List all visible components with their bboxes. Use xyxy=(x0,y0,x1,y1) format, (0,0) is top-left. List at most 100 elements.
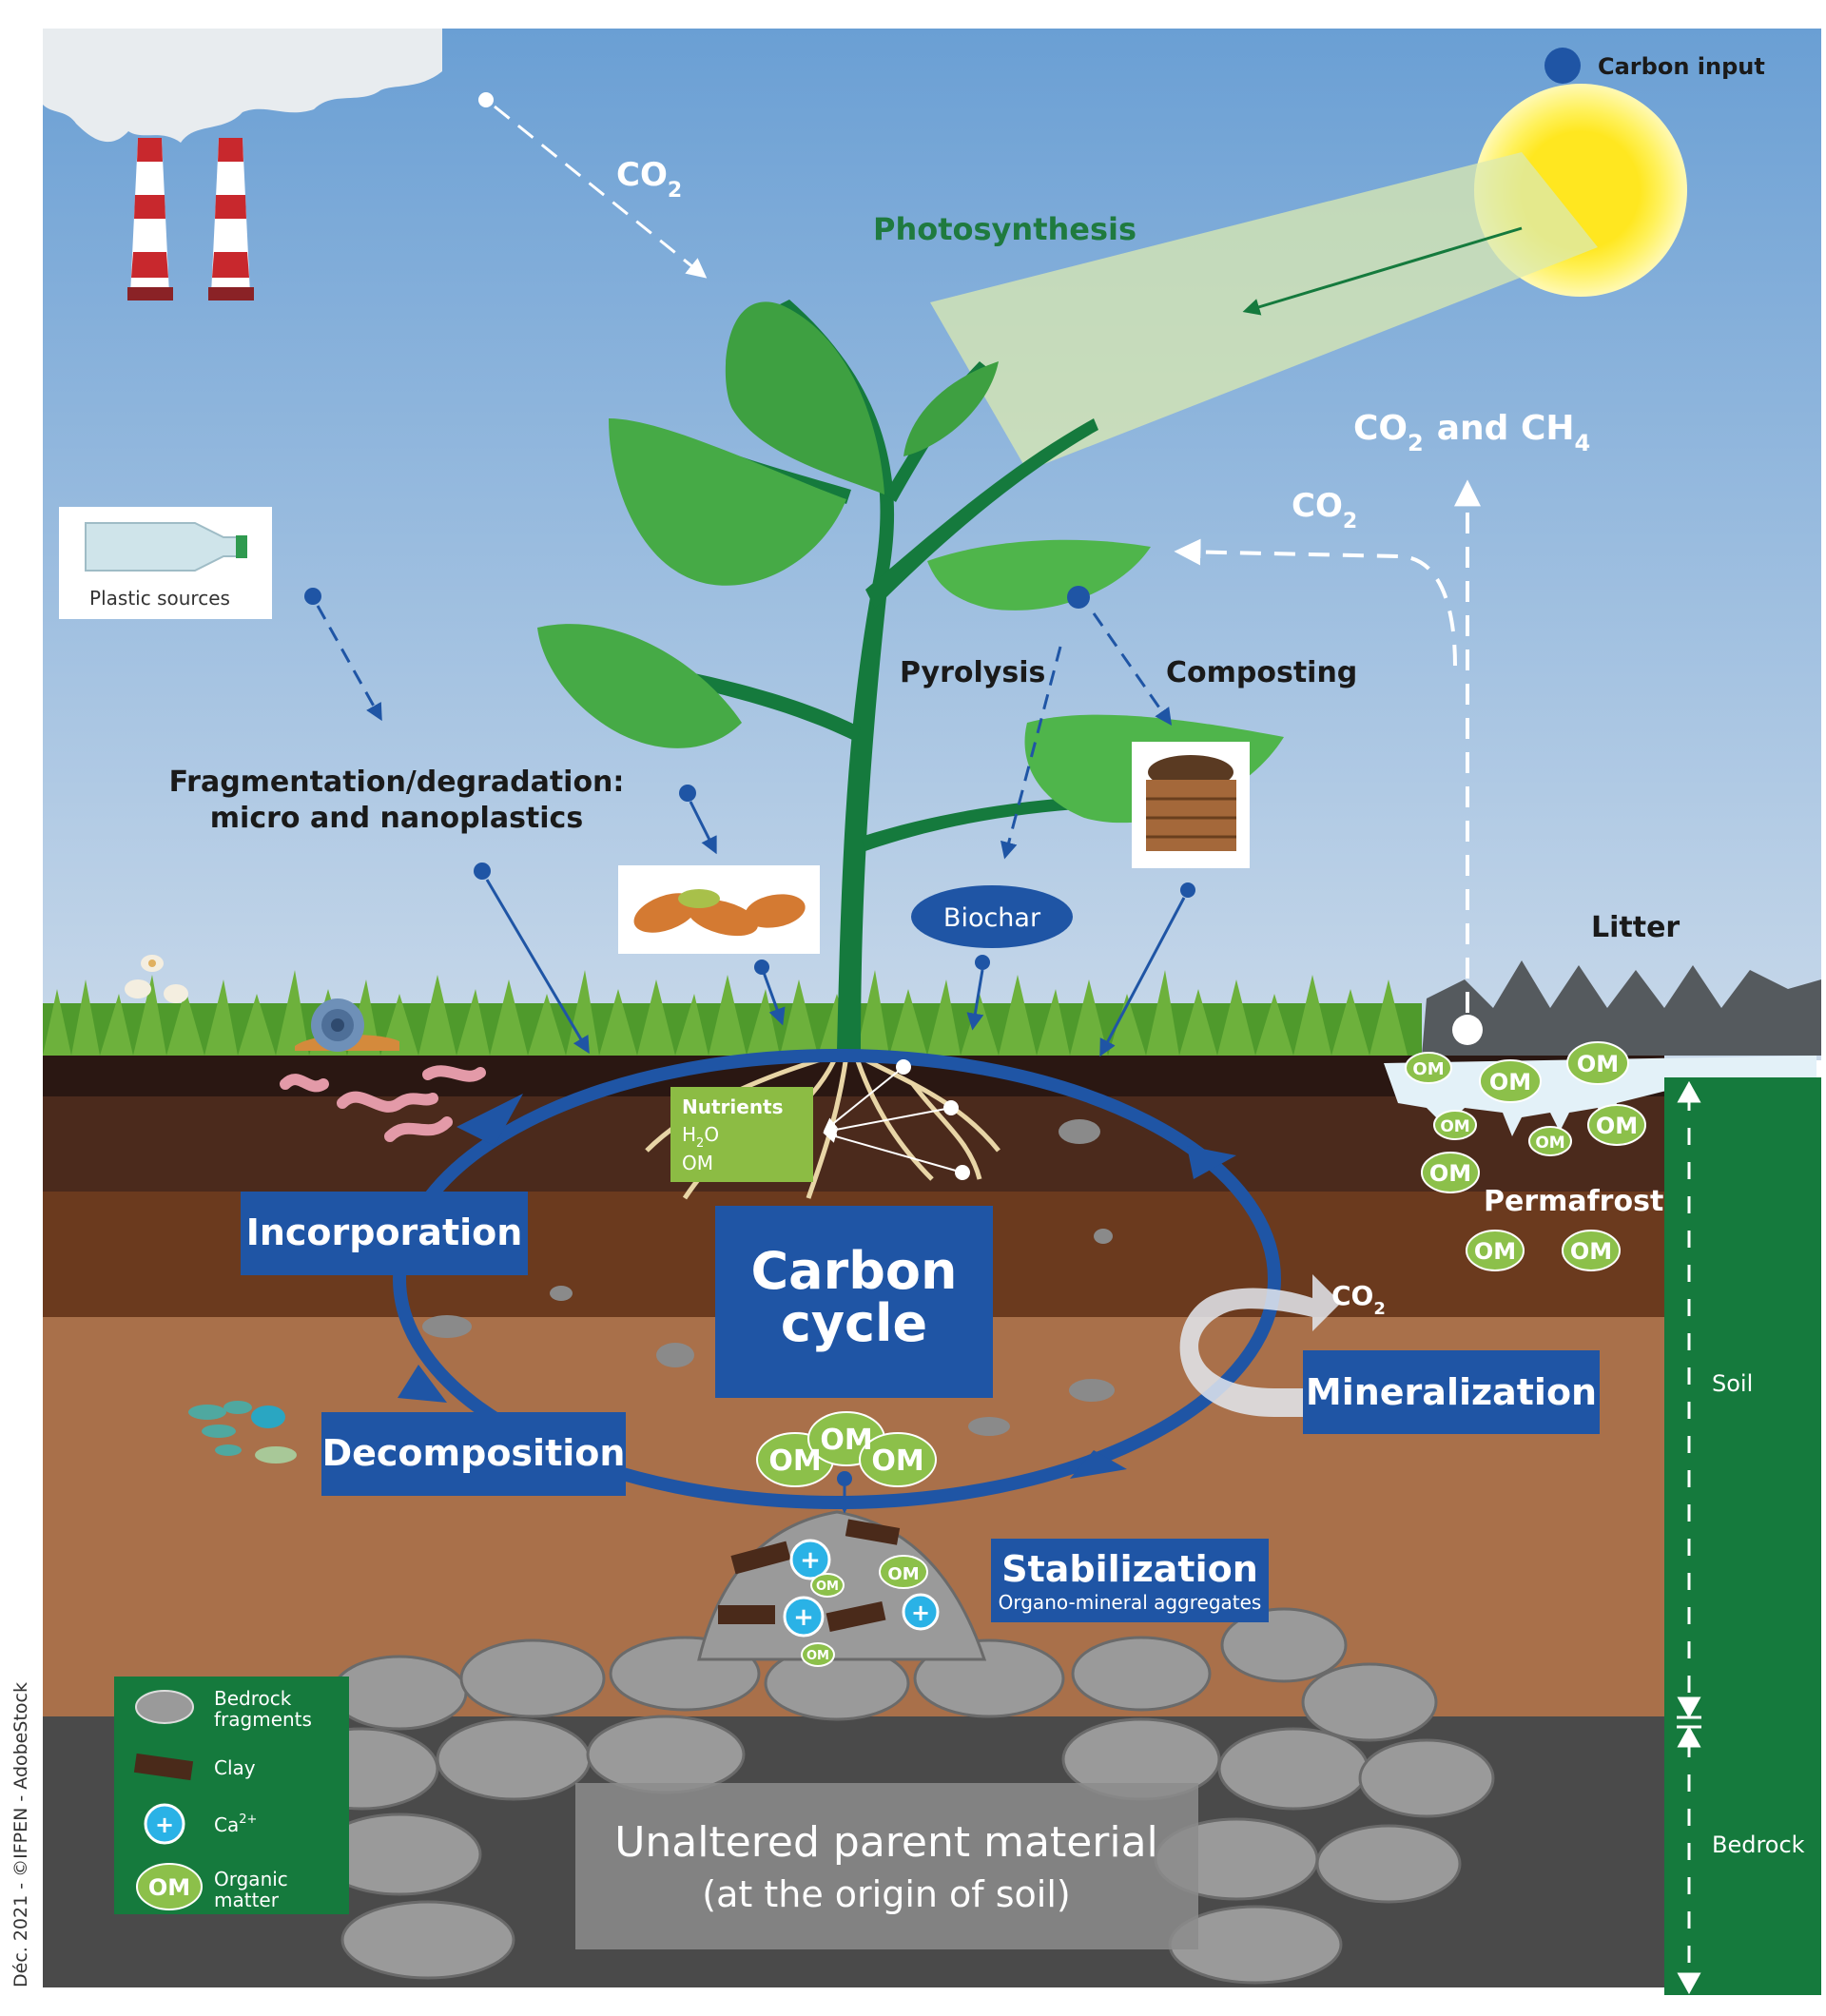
incorporation-label: Incorporation xyxy=(246,1212,523,1253)
h2o-label: H2O xyxy=(682,1123,719,1151)
microorganisms xyxy=(188,1401,297,1464)
legend-bedrock-label-2: fragments xyxy=(214,1708,312,1731)
parent-material-panel xyxy=(575,1783,1198,1949)
carbon-input-dot-plant xyxy=(1067,586,1090,609)
legend-calcium-icon xyxy=(144,1803,185,1845)
biochar-label: Biochar xyxy=(943,903,1041,933)
parent-material-title: Unaltered parent material xyxy=(614,1818,1158,1867)
carbon-input-dot-microplastic xyxy=(474,863,491,880)
compost-bin-icon xyxy=(1146,755,1236,851)
svg-text:+: + xyxy=(911,1599,930,1626)
smoke-cloud xyxy=(43,29,442,143)
svg-text:OM: OM xyxy=(1489,1069,1531,1095)
svg-text:OM: OM xyxy=(871,1444,923,1478)
chimney-left xyxy=(127,138,173,300)
svg-text:+: + xyxy=(793,1603,814,1632)
legend-clay-label: Clay xyxy=(214,1756,256,1779)
carbon-input-dot-factory xyxy=(478,92,494,107)
decomposition-label: Decomposition xyxy=(322,1432,626,1474)
svg-text:OM: OM xyxy=(768,1444,821,1478)
co2-factory-arrow xyxy=(494,105,708,279)
carbon-cycle-box xyxy=(715,1206,993,1398)
stabilization-box xyxy=(991,1539,1269,1622)
sunlight-beam xyxy=(930,152,1598,471)
carbon-input-legend-dot xyxy=(1544,48,1581,84)
co2-label-mineralization: CO2 xyxy=(1331,1280,1386,1319)
litter-patch xyxy=(1422,960,1821,1056)
mineralization-arrow xyxy=(1179,1274,1370,1417)
soil-scale-label: Soil xyxy=(1712,1370,1753,1397)
carbon-cycle-title-line2: cycle xyxy=(781,1293,927,1353)
legend-clay-icon xyxy=(133,1753,194,1781)
carbon-input-legend-label: Carbon input xyxy=(1598,53,1765,80)
legend-om-badge: OM xyxy=(148,1874,190,1901)
pyrolysis-arrow xyxy=(1000,646,1062,860)
svg-text:OM: OM xyxy=(1570,1238,1612,1265)
svg-text:OM: OM xyxy=(816,1580,839,1594)
pyrolysis-label: Pyrolysis xyxy=(900,656,1045,689)
svg-text:OM: OM xyxy=(806,1649,829,1663)
co2-label-top: CO2 xyxy=(616,156,682,203)
compost-arrow xyxy=(1099,897,1186,1057)
parent-material-subtitle: (at the origin of soil) xyxy=(702,1873,1071,1915)
fragmentation-label-line2: micro and nanoplastics xyxy=(210,802,583,835)
carbon-cycle-title-line1: Carbon xyxy=(751,1241,958,1301)
soil-dark-layer xyxy=(43,1096,1664,1192)
biochar-badge xyxy=(911,885,1073,948)
carbon-input-dot-leaves xyxy=(679,785,696,802)
mineralization-label: Mineralization xyxy=(1306,1371,1597,1413)
carbon-input-dot-plastic xyxy=(304,588,321,605)
svg-text:OM: OM xyxy=(1535,1134,1564,1153)
svg-text:+: + xyxy=(800,1546,821,1575)
photosynthesis-label: Photosynthesis xyxy=(873,211,1136,247)
stabilization-label: Stabilization xyxy=(1001,1548,1258,1590)
chimney-right xyxy=(208,138,254,300)
biochar-arrow xyxy=(966,969,984,1031)
bedrock-scale-label: Bedrock xyxy=(1712,1832,1805,1858)
decomposition-box xyxy=(321,1412,626,1496)
composting-arrow xyxy=(1092,612,1173,726)
leaves-to-soil-arrow xyxy=(760,966,786,1026)
photosynthesis-arrow xyxy=(1242,226,1523,316)
svg-text:OM: OM xyxy=(887,1564,919,1584)
nutrient-uptake-arrows xyxy=(823,1059,970,1180)
carbon-input-dot-litter xyxy=(1452,1015,1483,1045)
dead-leaves-icon xyxy=(633,889,806,937)
legend-bedrock-label-1: Bedrock xyxy=(214,1687,292,1710)
nutrients-label: Nutrients xyxy=(682,1095,784,1118)
fragmentation-label-line1: Fragmentation/degradation: xyxy=(169,766,625,799)
flowers xyxy=(125,955,188,1003)
legend-calcium-plus: + xyxy=(155,1812,174,1838)
leaves-arrow xyxy=(689,801,717,855)
plastic-sources-label: Plastic sources xyxy=(89,587,230,610)
svg-text:OM: OM xyxy=(1440,1117,1469,1136)
microplastic-arrow xyxy=(485,879,590,1055)
legend-om-icon xyxy=(136,1863,203,1910)
composting-label: Composting xyxy=(1166,656,1357,689)
legend-organic-label-2: matter xyxy=(214,1889,280,1911)
legend-calcium-label: Ca2+ xyxy=(214,1812,257,1836)
aggregate-pile: + + + OM OM OM xyxy=(697,1510,987,1667)
credit-text: Déc. 2021 - ©IFPEN - AdobeStock xyxy=(10,1682,31,1987)
om-permafrost: OM OM OM OM OM OM OM OM OM xyxy=(1405,1041,1646,1271)
depth-scale-bar xyxy=(1664,1077,1821,1995)
svg-text:OM: OM xyxy=(820,1424,872,1457)
om-label-nutrients: OM xyxy=(682,1152,713,1174)
svg-text:OM: OM xyxy=(1474,1238,1516,1265)
soil-pebbles xyxy=(422,1119,1115,1436)
svg-text:OM: OM xyxy=(1577,1051,1619,1077)
litter-label: Litter xyxy=(1591,911,1680,944)
incorporation-box xyxy=(241,1192,528,1275)
mineralization-box xyxy=(1303,1350,1600,1434)
grass xyxy=(43,970,1422,1056)
co2-label-right: CO2 xyxy=(1292,487,1357,533)
nutrients-box xyxy=(670,1087,813,1182)
svg-text:OM: OM xyxy=(1429,1160,1471,1187)
svg-text:OM: OM xyxy=(1596,1113,1638,1139)
om-cluster-cycle: OM OM OM xyxy=(756,1411,937,1514)
co2-recycle-arrow xyxy=(1174,538,1457,667)
snail xyxy=(295,998,399,1052)
worms xyxy=(280,1065,486,1142)
